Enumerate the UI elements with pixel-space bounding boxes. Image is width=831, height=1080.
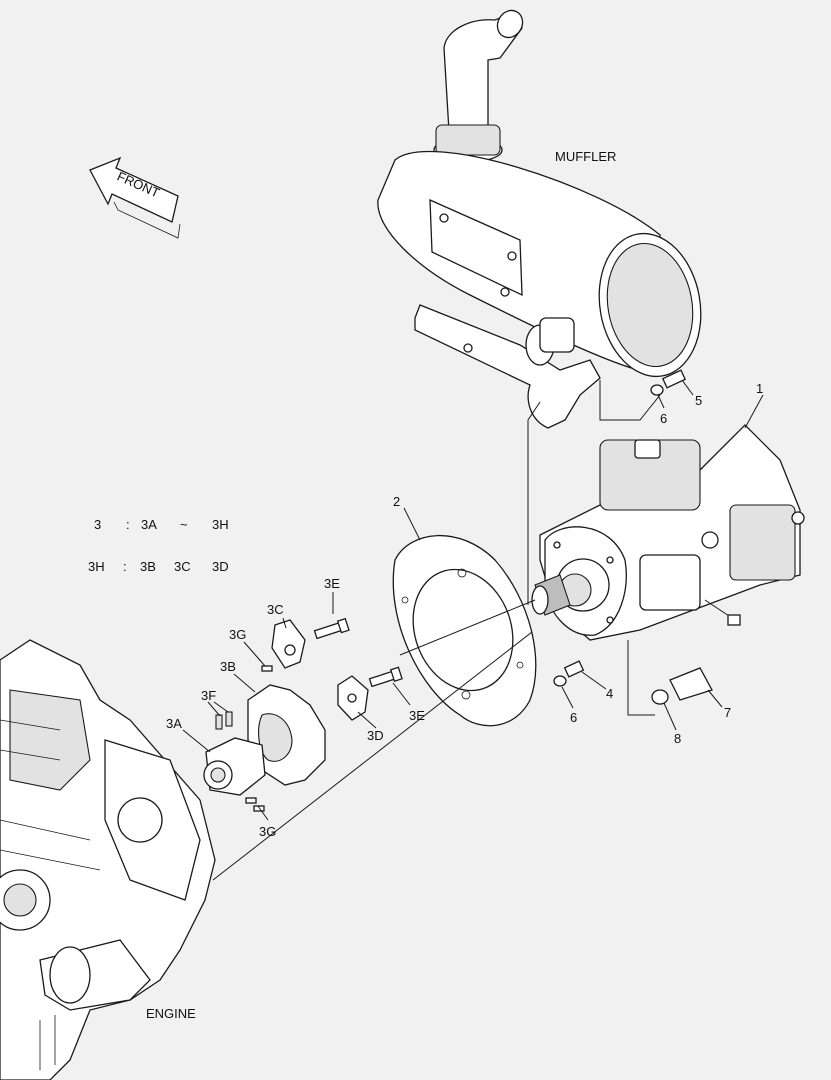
part-8-label: 8: [674, 731, 682, 746]
part-3d-label: 3D: [367, 728, 384, 743]
part-7-label: 7: [724, 705, 732, 720]
muffler-assembly: [377, 9, 702, 429]
hydraulic-pump: [531, 424, 805, 641]
part-3e-bottom-label: 3E: [409, 708, 425, 723]
part-3a-label: 3A: [166, 716, 182, 731]
front-arrow-icon: [89, 156, 181, 239]
part-6-top-label: 6: [660, 411, 668, 426]
part-5-label: 5: [695, 393, 703, 408]
part-1-label: 1: [756, 381, 764, 396]
coupling-parts: [203, 369, 713, 812]
engine: [0, 639, 216, 1080]
part-2-label: 2: [393, 494, 401, 509]
legend-row1-item: 3H: [212, 517, 229, 532]
part-3b-label: 3B: [220, 659, 236, 674]
part-3g-top-label: 3G: [229, 627, 247, 642]
legend-row1-item: ~: [180, 517, 188, 532]
part-3f-label: 3F: [201, 688, 217, 703]
legend-row2-item: 3C: [174, 559, 191, 574]
legend-row2-item: :: [123, 559, 127, 574]
legend-row1-item: 3A: [141, 517, 157, 532]
part-3g-bottom-label: 3G: [259, 824, 277, 839]
part-3e-top-label: 3E: [324, 576, 340, 591]
legend-row2-item: 3B: [140, 559, 156, 574]
engine-label: ENGINE: [146, 1006, 196, 1021]
legend-row1-item: 3: [94, 517, 102, 532]
legend-row2-item: 3H: [88, 559, 105, 574]
legend-row1-item: :: [126, 517, 130, 532]
part-6-bottom-label: 6: [570, 710, 578, 725]
part-3c-label: 3C: [267, 602, 284, 617]
flywheel-plate: [392, 534, 537, 727]
legend-row2-item: 3D: [212, 559, 229, 574]
assembly-lines: [182, 379, 764, 881]
muffler-label: MUFFLER: [555, 149, 617, 164]
part-4-label: 4: [606, 686, 614, 701]
